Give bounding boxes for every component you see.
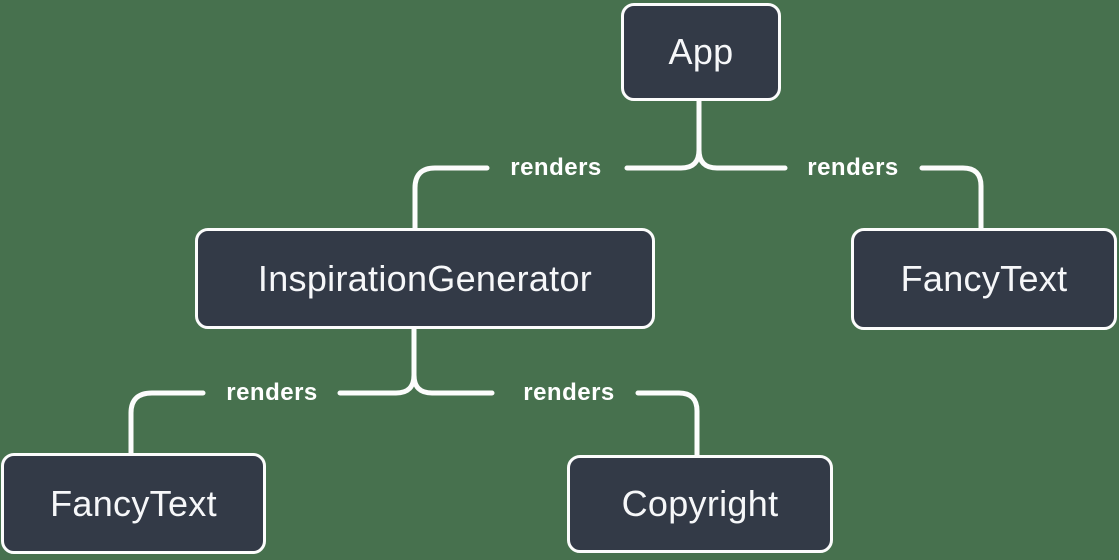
- edge-app-fancytext-segment: [919, 165, 984, 231]
- edge-app-fancytext-segment: [696, 98, 788, 171]
- edge-label-renders-app-inspirationgenerator: renders: [510, 154, 602, 181]
- edge-label-renders-app-fancytext: renders: [807, 154, 899, 181]
- edge-inspirationgenerator-fancytext-segment: [128, 390, 206, 456]
- edge-app-inspirationgenerator-segment: [412, 165, 490, 231]
- node-copyright: Copyright: [567, 455, 833, 553]
- edge-label-renders-inspirationgenerator-copyright: renders: [523, 379, 615, 406]
- edge-inspirationgenerator-copyright-segment: [635, 390, 700, 458]
- node-fancy-text-top: FancyText: [851, 228, 1117, 330]
- node-inspiration-generator: InspirationGenerator: [195, 228, 655, 329]
- edge-inspirationgenerator-copyright-segment: [411, 325, 495, 396]
- edge-app-inspirationgenerator-segment: [624, 98, 702, 171]
- edge-label-renders-inspirationgenerator-fancytext: renders: [226, 379, 318, 406]
- node-app: App: [621, 3, 781, 101]
- node-fancy-text-bottom: FancyText: [1, 453, 266, 554]
- edge-inspirationgenerator-fancytext-segment: [337, 325, 417, 396]
